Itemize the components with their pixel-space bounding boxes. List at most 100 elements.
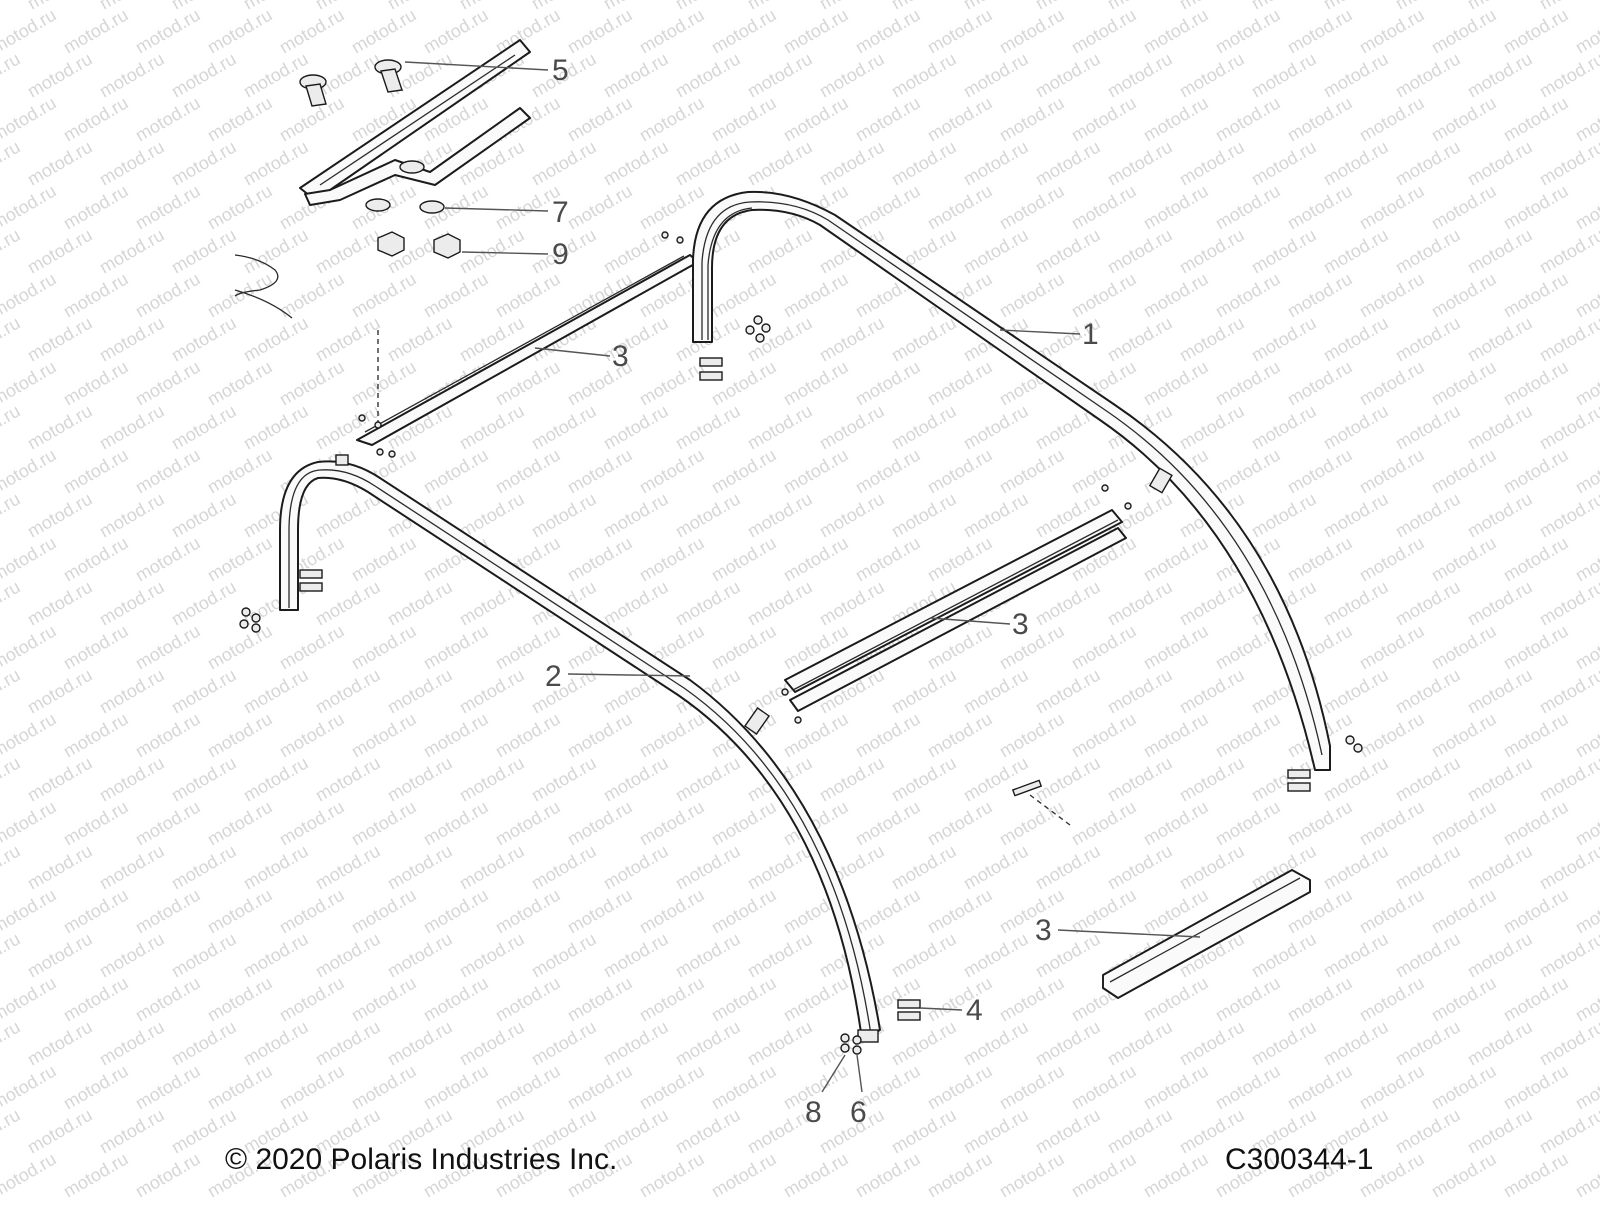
watermark-text: motod.ru	[528, 137, 600, 190]
watermark-text: motod.ru	[1284, 973, 1356, 1026]
watermark-text: motod.ru	[1284, 357, 1356, 410]
watermark-text: motod.ru	[348, 269, 420, 322]
watermark-text: motod.ru	[564, 445, 636, 498]
watermark-text: motod.ru	[132, 1061, 204, 1114]
callout-2: 2	[545, 660, 562, 693]
watermark-text: motod.ru	[0, 269, 60, 322]
watermark-text: motod.ru	[1320, 225, 1392, 278]
watermark-text: motod.ru	[312, 225, 384, 278]
watermark-text: motod.ru	[1392, 49, 1464, 102]
watermark-text: motod.ru	[1428, 533, 1500, 586]
watermark-text: motod.ru	[1464, 489, 1536, 542]
watermark-text: motod.ru	[996, 797, 1068, 850]
watermark-text: motod.ru	[312, 665, 384, 718]
detail-rail-bracket	[299, 39, 531, 206]
watermark-text: motod.ru	[132, 885, 204, 938]
watermark-text: motod.ru	[0, 357, 60, 410]
watermark-text: motod.ru	[1212, 269, 1284, 322]
watermark-text: motod.ru	[528, 1017, 600, 1070]
watermark-text: motod.ru	[1032, 1017, 1104, 1070]
watermark-text: motod.ru	[744, 841, 816, 894]
watermark-text: motod.ru	[456, 841, 528, 894]
watermark-text: motod.ru	[384, 665, 456, 718]
watermark-text: motod.ru	[1536, 665, 1600, 718]
watermark-text: motod.ru	[924, 445, 996, 498]
watermark-text: motod.ru	[240, 665, 312, 718]
watermark-text: motod.ru	[672, 1105, 744, 1158]
watermark-text: motod.ru	[168, 313, 240, 366]
watermark-text: motod.ru	[0, 797, 60, 850]
callout-3-middle: 3	[1012, 608, 1029, 641]
watermark-text: motod.ru	[1536, 753, 1600, 806]
watermark-text: motod.ru	[636, 357, 708, 410]
watermark-text: motod.ru	[0, 137, 24, 190]
watermark-text: motod.ru	[384, 929, 456, 982]
watermark-text: motod.ru	[1392, 0, 1464, 13]
watermark-text: motod.ru	[564, 1061, 636, 1114]
callout-3-upper: 3	[612, 340, 629, 373]
watermark-text: motod.ru	[816, 49, 888, 102]
watermark-text: motod.ru	[1212, 93, 1284, 146]
watermark-text: motod.ru	[348, 885, 420, 938]
watermark-text: motod.ru	[1464, 841, 1536, 894]
watermark-text: motod.ru	[1068, 269, 1140, 322]
watermark-text: motod.ru	[960, 929, 1032, 982]
watermark-text: motod.ru	[456, 225, 528, 278]
watermark-text: motod.ru	[96, 753, 168, 806]
watermark-text: motod.ru	[60, 5, 132, 58]
watermark-text: motod.ru	[672, 49, 744, 102]
watermark-text: motod.ru	[384, 0, 456, 13]
watermark-text: motod.ru	[1356, 445, 1428, 498]
watermark-text: motod.ru	[60, 445, 132, 498]
watermark-text: motod.ru	[204, 5, 276, 58]
watermark-text: motod.ru	[888, 137, 960, 190]
watermark-text: motod.ru	[1320, 49, 1392, 102]
watermark-text: motod.ru	[1464, 49, 1536, 102]
watermark-text: motod.ru	[636, 973, 708, 1026]
watermark-text: motod.ru	[816, 137, 888, 190]
watermark-text: motod.ru	[168, 1017, 240, 1070]
watermark-text: motod.ru	[168, 665, 240, 718]
crossbar-3-lower	[1102, 869, 1311, 999]
watermark-text: motod.ru	[1032, 1105, 1104, 1158]
watermark-text: motod.ru	[0, 0, 24, 13]
watermark-text: motod.ru	[24, 489, 96, 542]
watermark-text: motod.ru	[1500, 621, 1572, 674]
watermark-text: motod.ru	[1392, 137, 1464, 190]
watermark-text: motod.ru	[1104, 1105, 1176, 1158]
watermark-text: motod.ru	[1392, 1105, 1464, 1158]
watermark-text: motod.ru	[636, 709, 708, 762]
watermark-text: motod.ru	[276, 797, 348, 850]
watermark-text: motod.ru	[0, 1017, 24, 1070]
watermark-text: motod.ru	[96, 1017, 168, 1070]
watermark-text: motod.ru	[96, 577, 168, 630]
watermark-text: motod.ru	[816, 489, 888, 542]
watermark-text: motod.ru	[1032, 753, 1104, 806]
watermark-text: motod.ru	[456, 753, 528, 806]
watermark-text: motod.ru	[1212, 445, 1284, 498]
watermark-text: motod.ru	[1356, 885, 1428, 938]
watermark-text: motod.ru	[240, 753, 312, 806]
watermark-text: motod.ru	[0, 841, 24, 894]
watermark-text: motod.ru	[1320, 0, 1392, 13]
watermark-text: motod.ru	[204, 269, 276, 322]
watermark-text: motod.ru	[600, 49, 672, 102]
watermark-text: motod.ru	[816, 401, 888, 454]
watermark-text: motod.ru	[1140, 797, 1212, 850]
watermark-text: motod.ru	[888, 665, 960, 718]
watermark-text: motod.ru	[0, 445, 60, 498]
watermark-text: motod.ru	[1176, 577, 1248, 630]
watermark-text: motod.ru	[1428, 1149, 1500, 1200]
watermark-text: motod.ru	[744, 401, 816, 454]
watermark-text: motod.ru	[1428, 269, 1500, 322]
watermark-text: motod.ru	[816, 313, 888, 366]
watermark-text: motod.ru	[1356, 973, 1428, 1026]
watermark-text: motod.ru	[888, 313, 960, 366]
watermark-text: motod.ru	[132, 621, 204, 674]
watermark-text: motod.ru	[852, 1149, 924, 1200]
watermark-text: motod.ru	[1140, 1061, 1212, 1114]
watermark-text: motod.ru	[1032, 841, 1104, 894]
watermark-text: motod.ru	[0, 929, 24, 982]
watermark-text: motod.ru	[564, 93, 636, 146]
